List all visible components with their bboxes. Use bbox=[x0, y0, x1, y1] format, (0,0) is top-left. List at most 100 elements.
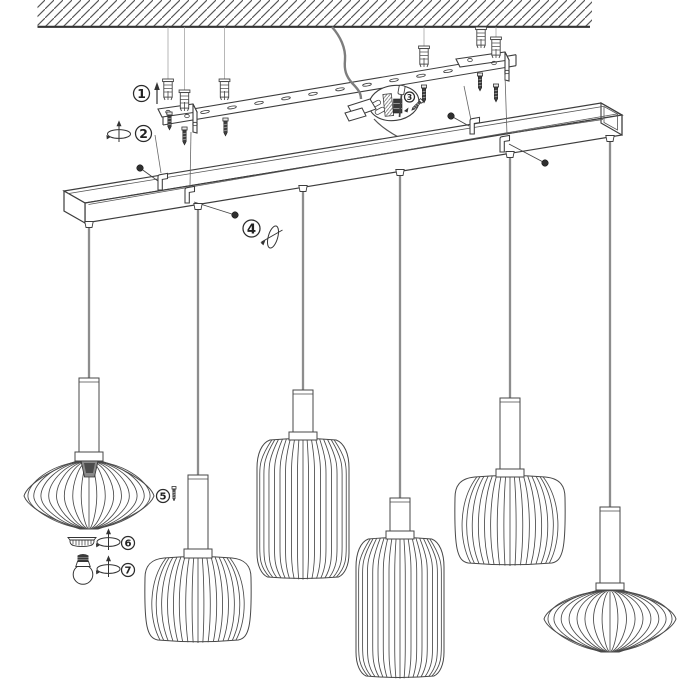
socket-tube bbox=[78, 377, 100, 453]
shade-rib bbox=[63, 461, 86, 529]
shade-rib bbox=[584, 590, 607, 652]
rotate-axis-arrow bbox=[106, 555, 111, 562]
shade-rib bbox=[90, 461, 106, 529]
shade-rib bbox=[613, 590, 636, 652]
shade-rib bbox=[229, 557, 245, 641]
strip-slot-hole bbox=[227, 105, 237, 110]
callout-circle bbox=[242, 219, 261, 238]
screw-head bbox=[181, 126, 188, 131]
socket-tube bbox=[292, 389, 314, 433]
shade-rib bbox=[484, 475, 493, 565]
shade-rib bbox=[218, 556, 229, 642]
anchor-prongs bbox=[476, 44, 486, 49]
shade-ring-icon bbox=[67, 537, 97, 548]
callout-number: 2 bbox=[139, 126, 148, 141]
mains-cord bbox=[331, 26, 363, 100]
terminal-block bbox=[393, 98, 403, 114]
small-screw-thread bbox=[172, 491, 176, 493]
shade-rib bbox=[274, 438, 283, 579]
shade-rib bbox=[518, 474, 524, 566]
screwdriver-shaft bbox=[398, 94, 403, 118]
shade-rib bbox=[173, 556, 182, 642]
strip-slot-hole bbox=[254, 100, 264, 105]
wall-anchor bbox=[218, 78, 231, 101]
shade-rib bbox=[178, 556, 186, 642]
pendant-lamp-4 bbox=[355, 169, 445, 679]
callout-circle bbox=[120, 535, 136, 551]
rotate-axis-arrow bbox=[116, 120, 122, 127]
shade-collar bbox=[595, 582, 625, 591]
callout-number: 6 bbox=[124, 539, 131, 550]
callout-circle bbox=[155, 488, 171, 504]
shade-rib bbox=[403, 536, 406, 679]
shade-rib bbox=[93, 461, 122, 529]
ceiling-hatch bbox=[37, 0, 592, 28]
anchor-prongs bbox=[419, 63, 429, 68]
mounting-screw bbox=[166, 111, 173, 131]
shade-rib bbox=[214, 556, 223, 642]
mounting-screw bbox=[421, 84, 427, 104]
rail-front-rim-inner bbox=[88, 113, 620, 205]
shade-rib bbox=[461, 476, 478, 564]
shade-rib bbox=[411, 537, 418, 678]
shade-collar bbox=[183, 548, 213, 559]
socket-tube bbox=[187, 474, 209, 550]
twist-axis bbox=[261, 229, 283, 243]
cord-clamp-block bbox=[344, 107, 367, 122]
shade-rib bbox=[263, 439, 276, 578]
shade-rib bbox=[306, 437, 309, 580]
anchor-prongs bbox=[219, 96, 230, 101]
alignment-projection-line bbox=[189, 131, 192, 187]
ceiling-hatch-band bbox=[37, 0, 592, 27]
screw-thread bbox=[223, 129, 228, 132]
callout-number: 7 bbox=[124, 566, 131, 577]
screw-head bbox=[166, 111, 173, 116]
callout-step-3: 3 bbox=[403, 91, 416, 103]
small-screw-thread bbox=[413, 106, 416, 109]
strip-slot-hole bbox=[335, 87, 345, 92]
shade-rib bbox=[527, 475, 536, 565]
shade-rib bbox=[496, 474, 502, 566]
shade-rib bbox=[40, 461, 83, 529]
screw-thread bbox=[182, 138, 187, 141]
lamp-socket-inner bbox=[84, 463, 95, 473]
rail-top-face bbox=[62, 102, 624, 204]
shade-rib bbox=[547, 590, 602, 652]
shade-rib bbox=[568, 590, 605, 652]
shade-rib bbox=[259, 439, 273, 578]
shade-rib bbox=[593, 590, 608, 652]
small-screw-head bbox=[171, 486, 177, 490]
shade-rib bbox=[601, 590, 610, 652]
shade-rib bbox=[95, 461, 138, 529]
shade-rib bbox=[285, 438, 291, 579]
twist-ellipse bbox=[266, 225, 280, 249]
mounting-screw bbox=[493, 83, 499, 103]
shade-rib bbox=[151, 557, 167, 641]
bulb-icon bbox=[72, 554, 94, 585]
anchor-prongs bbox=[163, 96, 173, 101]
shade-rib bbox=[490, 475, 498, 565]
hook-shape bbox=[469, 116, 481, 135]
shade-collar bbox=[495, 468, 525, 478]
screw-shaft bbox=[494, 86, 498, 103]
shade-rib bbox=[382, 537, 389, 678]
cord-grommet bbox=[395, 169, 405, 176]
set-screw-head bbox=[447, 112, 455, 120]
pendant-lamp-2 bbox=[144, 203, 252, 643]
shade-collar bbox=[74, 451, 104, 462]
canopy-rail bbox=[62, 102, 624, 225]
ceiling-bracket bbox=[455, 51, 510, 82]
screw-thread bbox=[223, 123, 228, 126]
screw-thread bbox=[422, 93, 426, 96]
pendant-lamp-5 bbox=[454, 151, 566, 566]
screw-thread bbox=[478, 81, 482, 84]
shade-rib bbox=[553, 590, 603, 652]
screw-thread bbox=[182, 132, 187, 135]
alignment-projection-line bbox=[463, 85, 472, 121]
shade-rib bbox=[615, 590, 652, 652]
shade-rib bbox=[478, 475, 489, 565]
anchor-prongs bbox=[179, 107, 190, 112]
set-screw bbox=[447, 112, 470, 127]
shade-rib bbox=[319, 438, 327, 579]
shade-rib bbox=[616, 590, 660, 652]
